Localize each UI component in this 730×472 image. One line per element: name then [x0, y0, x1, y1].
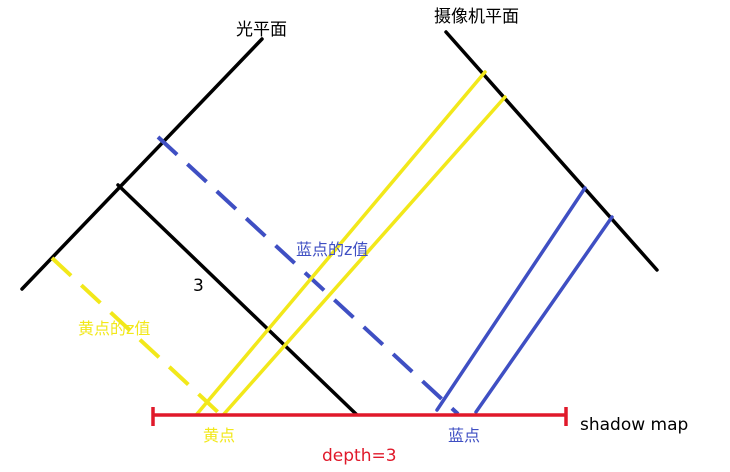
- blue-point-label: 蓝点: [448, 426, 480, 445]
- depth-number-label: 3: [193, 276, 204, 296]
- depth-label: depth=3: [322, 446, 397, 466]
- shadow-map-label: shadow map: [580, 415, 688, 435]
- blue-ray-2: [474, 215, 614, 414]
- yellow-ray-1: [195, 70, 487, 416]
- camera-plane-label: 摄像机平面: [434, 7, 519, 27]
- yellow-z-label: 黄点的z值: [78, 319, 150, 338]
- yellow-ray-2: [222, 95, 507, 416]
- blue-z-dashed-line: [156, 135, 460, 416]
- camera-plane-line: [444, 30, 659, 272]
- blue-ray-1: [435, 186, 587, 412]
- light-plane-label: 光平面: [236, 20, 287, 40]
- depth-line: [116, 183, 358, 416]
- yellow-point-label: 黄点: [203, 426, 235, 445]
- light-plane-line: [20, 37, 264, 291]
- blue-z-label: 蓝点的z值: [296, 240, 368, 259]
